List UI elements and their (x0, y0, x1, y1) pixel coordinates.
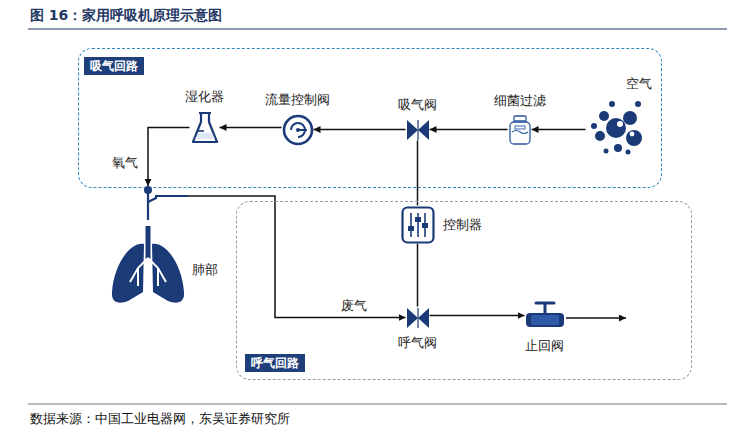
flow-connector (188, 196, 406, 318)
component-label: 肺部 (192, 262, 218, 278)
flow-control-valve-icon-drawing (282, 114, 314, 146)
flow-connector (220, 127, 282, 129)
check-valve-icon: 止回阀 (525, 300, 565, 332)
component-label: 吸气阀 (398, 97, 437, 113)
exhalation-valve-symbol: 呼气阀 (406, 307, 430, 329)
check-valve-icon-drawing (525, 300, 565, 332)
controller-icon-drawing (401, 206, 435, 244)
figure-title: 图 16：家用呼吸机原理示意图 (30, 6, 222, 24)
humidifier-icon-drawing (190, 111, 220, 145)
region-tag: 吸气回路 (84, 57, 144, 75)
region-tag: 呼气回路 (245, 354, 305, 372)
inhalation-valve-symbol-drawing (406, 119, 430, 141)
lungs-icon-drawing (108, 186, 188, 306)
flow-connector (417, 244, 419, 307)
flow-connector (532, 129, 586, 131)
outlet-arrow (566, 317, 626, 319)
flow-connector (314, 129, 406, 131)
air-bubbles-icon: 空气 (586, 96, 642, 156)
component-label: 湿化器 (185, 89, 224, 105)
title-rule (28, 29, 727, 30)
source-caption: 数据来源：中国工业电器网，东吴证券研究所 (30, 410, 290, 427)
flow-control-valve-icon: 流量控制阀 (282, 114, 314, 146)
component-label: 细菌过滤 (494, 93, 546, 109)
bacteria-filter-icon-drawing (508, 115, 532, 145)
connector-label: 氧气 (110, 155, 140, 171)
component-label: 流量控制阀 (265, 92, 330, 108)
flow-connector (417, 141, 419, 206)
bacteria-filter-icon: 细菌过滤 (508, 115, 532, 145)
air-bubbles-icon-drawing (586, 96, 642, 156)
lungs-icon: 肺部 (108, 186, 188, 306)
inhalation-valve-symbol: 吸气阀 (406, 119, 430, 141)
component-label: 控制器 (443, 217, 482, 233)
exhalation-valve-symbol-drawing (406, 307, 430, 329)
connector-label: 废气 (339, 298, 369, 314)
component-label: 止回阀 (525, 338, 564, 354)
component-label: 空气 (626, 76, 652, 92)
controller-icon: 控制器 (401, 206, 435, 244)
component-label: 呼气阀 (398, 335, 437, 351)
humidifier-icon: 湿化器 (190, 111, 220, 145)
inhalation-loop-region: 湿化器流量控制阀吸气阀细菌过滤空气吸气回路 (78, 48, 662, 188)
flow-connector (148, 128, 190, 187)
footer-rule (28, 404, 727, 405)
flow-connector (430, 315, 525, 317)
flow-connector (430, 129, 508, 131)
exhalation-loop-region: 控制器呼气阀止回阀呼气回路 (236, 201, 692, 380)
